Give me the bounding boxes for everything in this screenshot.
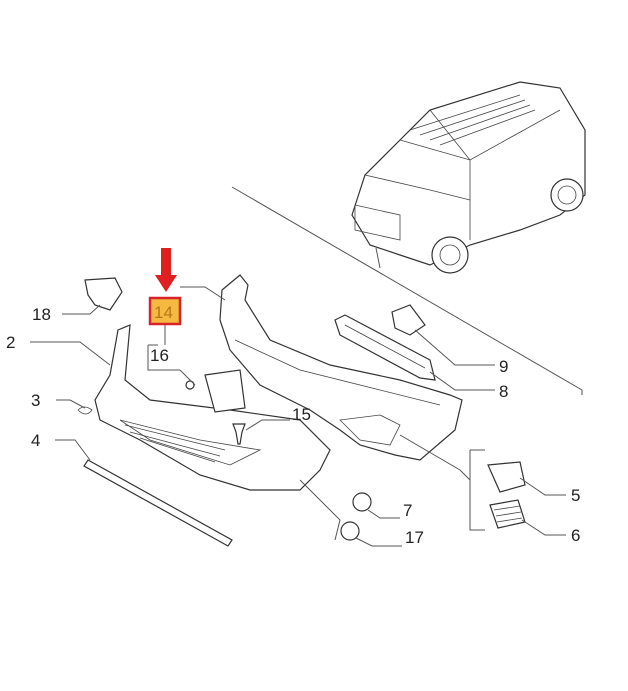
callout-7: 7 <box>403 501 412 520</box>
callout-4: 4 <box>31 431 40 450</box>
part-8-reinforcement[interactable] <box>334 314 436 381</box>
callout-17: 17 <box>405 528 424 547</box>
part-16-bracket[interactable] <box>204 369 246 413</box>
callout-2: 2 <box>6 333 15 352</box>
callout-14: 14 <box>154 303 173 322</box>
part-4-trim-strip[interactable] <box>83 459 233 547</box>
part-18-bracket[interactable] <box>84 277 123 311</box>
part-5-fog-bezel[interactable] <box>487 461 526 493</box>
callout-6: 6 <box>571 526 580 545</box>
part-15-screw[interactable] <box>232 423 246 445</box>
part-9-tow-cover[interactable] <box>391 304 426 336</box>
callout-8: 8 <box>499 382 508 401</box>
callout-5: 5 <box>571 486 580 505</box>
part-17-cap[interactable] <box>340 521 360 541</box>
part-16-nut[interactable] <box>185 380 195 390</box>
part-7-cap[interactable] <box>352 492 372 512</box>
part-14-front-bumper[interactable] <box>219 274 463 461</box>
callout-9: 9 <box>499 357 508 376</box>
callout-18: 18 <box>32 305 51 324</box>
part-2-lower-fascia[interactable] <box>94 324 331 491</box>
part-3-clip[interactable] <box>77 406 93 415</box>
highlighted-callout-14[interactable]: 14 <box>148 248 182 326</box>
callout-16: 16 <box>150 346 169 365</box>
callout-3: 3 <box>31 391 40 410</box>
vehicle-illustration <box>351 81 586 274</box>
callout-15: 15 <box>292 405 311 424</box>
down-arrow-icon <box>155 248 177 292</box>
